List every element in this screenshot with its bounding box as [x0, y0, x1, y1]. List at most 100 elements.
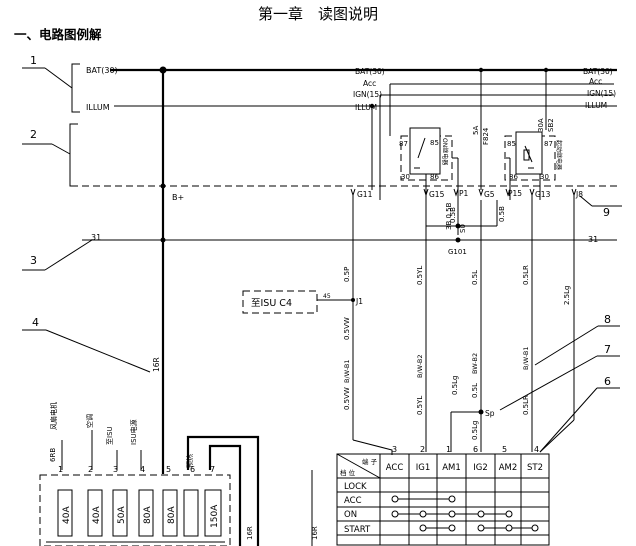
wire-05lr-lower: 0.5LR [522, 395, 530, 415]
col-st2: ST2 [527, 463, 543, 473]
col-ig1: IG1 [416, 463, 431, 473]
wire-25lg: 2.5Lg [563, 286, 571, 305]
rail-illum-mid: ILLUM [355, 103, 377, 112]
connector-g15: G15 [429, 190, 445, 199]
chapter-title: 第一章 读图说明 [258, 5, 378, 23]
relay-feed-right-name: SB2 [547, 118, 555, 132]
relay-feed-right-num: 30A [537, 118, 545, 132]
on-relay-pin-86: 86 [430, 173, 439, 181]
marker-vw: B/W-B1 [343, 359, 351, 383]
start-relay-name: 起动继电器 [555, 140, 563, 170]
rail-bat-left: BAT(30) [86, 66, 118, 75]
start-relay: 30A SB2 85 87 30 86 起动继电器 [504, 67, 563, 200]
marker-yl: B/W-B2 [416, 354, 424, 378]
start-row-contacts [419, 524, 539, 532]
fuse-40a-1: 40A [57, 489, 73, 537]
row-lock: LOCK [344, 482, 367, 492]
switch-header-b: 端 子 [362, 457, 378, 466]
start-relay-pin-30: 30 [540, 173, 549, 181]
rail-illum-right: ILLUM [585, 101, 607, 110]
connector-g13: G13 [535, 190, 551, 199]
col-am1: AM1 [442, 463, 461, 473]
connector-j8: J8 [575, 190, 583, 199]
ground-splice: 3B 0.5B S0 G101 0.5B 0.5B [426, 200, 506, 256]
section-title: 一、电路图例解 [14, 27, 102, 42]
wire-05l: 0.5L [471, 270, 479, 285]
svg-text:40A: 40A [92, 506, 102, 524]
start-relay-pin-87: 87 [544, 140, 553, 148]
fuse-top-isupower: ISU电源 [129, 419, 138, 445]
row-acc: ACC [344, 496, 362, 506]
callout-8: 8 [604, 313, 611, 326]
fuse-150a: 150A [204, 489, 222, 537]
svg-text:150A: 150A [210, 504, 220, 528]
start-relay-pin-86: 86 [509, 173, 518, 181]
callout-4: 4 [32, 316, 39, 329]
ground-name: G101 [448, 248, 467, 256]
fuse-extra-preheat: 预热 [185, 454, 194, 468]
wire-05b-p1: 0.5B [449, 207, 457, 223]
on-relay: 5A F824 87 85 30 86 ON继电器 [369, 67, 490, 200]
marker-lr: B/W-B1 [522, 346, 530, 370]
marker-l: BW-B2 [471, 353, 479, 374]
rail-bat-right: BAT(30) [583, 67, 613, 76]
isu-pin: 45 [323, 293, 331, 300]
fuse-box: 风扇电机 空调 至ISU ISU电源 6RB 16R 16R 预热 1 2 3 … [39, 402, 319, 546]
wire-05l-lower: 0.5L [471, 383, 479, 398]
rail-31-right: 31 [588, 235, 598, 244]
svg-text:40A: 40A [62, 506, 72, 524]
wire-05lg-a: 0.5Lg [451, 376, 459, 395]
rail-acc-right: Acc [589, 77, 602, 86]
connector-g11: G11 [357, 190, 373, 199]
terminal-1: 1 [446, 445, 451, 454]
rail-bplus: B+ [172, 193, 184, 202]
rail-ign-right: IGN(15) [587, 89, 616, 98]
connector-j1: J1 [355, 297, 363, 306]
relay-feed-left-name: F824 [482, 127, 490, 145]
pin-4: 4 [140, 465, 145, 474]
pin-1: 1 [58, 465, 63, 474]
main-supply: 16R [152, 66, 167, 474]
callout-7: 7 [604, 343, 611, 356]
callouts: 1 2 3 4 9 8 7 6 [22, 54, 622, 453]
wire-16r-a: 16R [152, 357, 161, 372]
svg-text:80A: 80A [143, 506, 153, 524]
fuse-50a: 50A [112, 489, 128, 537]
callout-6: 6 [604, 375, 611, 388]
pin-3: 3 [113, 465, 118, 474]
pin-7: 7 [210, 465, 215, 474]
svg-text:50A: 50A [117, 506, 127, 524]
pin-2: 2 [88, 465, 93, 474]
fuse-top-toisu: 至ISU [106, 426, 114, 445]
relay-feed-left-num: 5A [472, 126, 480, 135]
acc-row-contacts [391, 495, 456, 503]
on-row-contacts [391, 510, 513, 518]
isu-label: 至ISU C4 [251, 298, 292, 309]
wire-05lg-b: 0.5Lg [471, 421, 479, 440]
wire-16r-b: 16R [246, 526, 254, 540]
ground-pin: S0 [459, 224, 467, 233]
connector-p1: P1 [459, 189, 469, 198]
pin-6: 6 [190, 465, 195, 474]
fuse-80a-1: 80A [138, 489, 154, 537]
callout-3: 3 [30, 254, 37, 267]
rail-ign-mid: IGN(15) [353, 90, 382, 99]
fuse-80a-2: 80A [162, 489, 178, 537]
terminal-3: 3 [392, 445, 397, 454]
rail-31-left: 31 [91, 233, 101, 242]
rail-illum-left: ILLUM [86, 103, 110, 112]
ignition-switch-table: 3 2 1 6 5 4 档 位 端 子 ACC IG1 AM1 IG2 AM2 … [336, 445, 550, 546]
row-start: START [344, 525, 371, 535]
wire-bundle: 0.5P J1 0.5VW B/W-B1 0.5VW 0.5YL B/W-B2 … [317, 195, 575, 455]
wire-05vw-upper: 0.5VW [343, 317, 351, 340]
terminal-5: 5 [502, 445, 507, 454]
rail-bat-mid: BAT(30) [355, 67, 385, 76]
col-acc: ACC [386, 463, 404, 473]
terminal-4: 4 [534, 445, 539, 454]
connector-sp: Sp [485, 409, 495, 418]
col-am2: AM2 [499, 463, 518, 473]
svg-text:80A: 80A [167, 506, 177, 524]
fuse-top-fan: 风扇电机 [49, 402, 58, 430]
isu-box: 至ISU C4 45 [242, 290, 331, 314]
